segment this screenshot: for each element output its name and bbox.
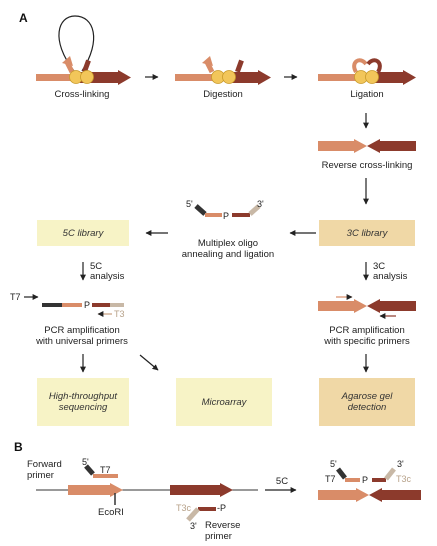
ecori-label: EcoRI	[98, 507, 124, 518]
reverse-primer-line2: primer	[205, 531, 232, 542]
library-3c-box: 3C library	[319, 220, 415, 246]
panel-b-result	[318, 467, 421, 502]
crosslinking-illustration	[36, 15, 131, 85]
panel-b-template	[36, 464, 258, 522]
pcr-universal-line2: with universal primers	[36, 336, 128, 347]
analysis-3c-word: analysis	[373, 271, 408, 282]
panel-b-label: B	[14, 440, 23, 454]
digestion-illustration	[175, 56, 271, 85]
microarray-box: Microarray	[176, 378, 272, 426]
reverse-t3c: T3c	[176, 503, 192, 513]
reverse-crosslinking-label: Reverse cross-linking	[321, 160, 413, 171]
multiplex-oligo-illustration	[194, 204, 261, 217]
agarose-line1: Agarose gel	[341, 391, 393, 402]
result-p: P	[362, 475, 369, 485]
analysis-5c-num: 5C	[90, 261, 103, 272]
reverse-primer-line1: Reverse	[205, 520, 241, 531]
result-t7: T7	[325, 474, 336, 484]
reverse-crosslink-product	[318, 139, 416, 153]
arrow-to-microarray	[139, 354, 159, 371]
crosslinking-label: Cross-linking	[54, 89, 110, 100]
panel-a-label: A	[19, 11, 28, 25]
agarose-box: Agarose gel detection	[319, 378, 415, 426]
digestion-label: Digestion	[203, 89, 243, 100]
panel-b-arrow-label: 5C	[275, 476, 289, 487]
oligo-three-prime: 3'	[257, 199, 264, 209]
ligation-label: Ligation	[350, 89, 384, 100]
universal-p-label: P	[84, 300, 91, 310]
forward-t7: T7	[100, 465, 111, 475]
hts-box: High-throughput sequencing	[37, 378, 129, 426]
result-three-prime: 3'	[397, 459, 404, 469]
result-five-prime: 5'	[330, 459, 337, 469]
multiplex-label-line2: annealing and ligation	[181, 249, 275, 260]
forward-primer-line1: Forward	[27, 459, 62, 470]
pcr-specific-line2: with specific primers	[324, 336, 410, 347]
reverse-p: -P	[217, 503, 226, 513]
pcr-universal-line1: PCR amplification	[44, 325, 120, 336]
analysis-3c-num: 3C	[373, 261, 386, 272]
oligo-p: P	[223, 211, 230, 221]
pcr-specific-line1: PCR amplification	[329, 325, 405, 336]
forward-primer-line2: primer	[27, 470, 54, 481]
oligo-five-prime: 5'	[186, 199, 193, 209]
reverse-three-prime: 3'	[190, 521, 197, 531]
forward-five-prime: 5'	[82, 457, 89, 467]
universal-primer-product	[24, 294, 124, 317]
agarose-line2: detection	[347, 402, 387, 413]
universal-t7-label: T7	[10, 292, 21, 302]
ligation-illustration	[318, 58, 416, 85]
multiplex-label-line1: Multiplex oligo	[197, 238, 259, 249]
result-t3c: T3c	[396, 474, 412, 484]
library-5c-box: 5C library	[37, 220, 129, 246]
universal-t3-label: T3	[114, 309, 125, 319]
hts-line2: sequencing	[58, 402, 108, 413]
specific-primer-product	[318, 294, 416, 319]
analysis-5c-word: analysis	[90, 271, 125, 282]
hts-line1: High-throughput	[48, 391, 118, 402]
